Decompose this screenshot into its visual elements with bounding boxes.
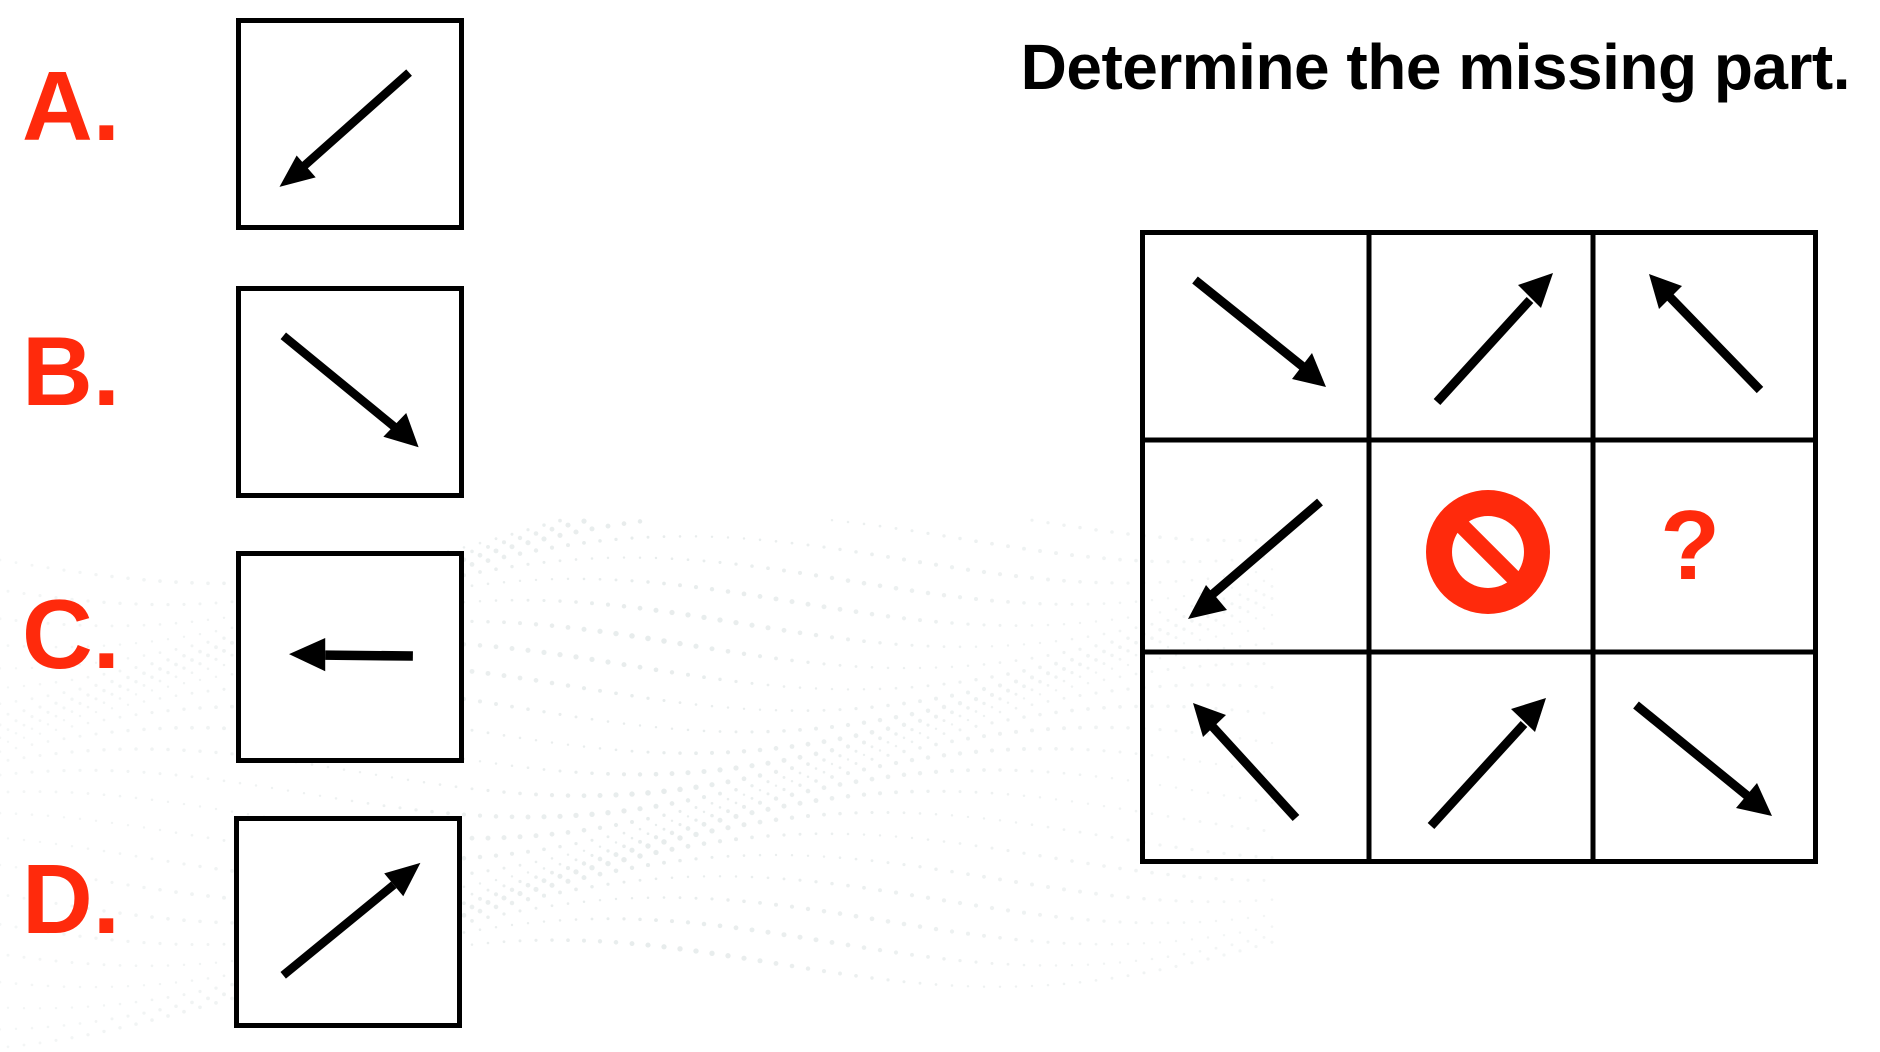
down-right-arrow-icon <box>280 332 419 448</box>
option-b-box[interactable] <box>236 286 464 498</box>
question-title: Determine the missing part. <box>1020 31 1851 103</box>
grid-frame <box>1140 230 1818 864</box>
up-right-arrow-icon <box>280 862 421 979</box>
down-left-arrow-icon <box>279 69 412 187</box>
option-d-box[interactable] <box>234 816 462 1028</box>
grid-cell-8-up-right-arrow-icon <box>1427 698 1546 830</box>
option-c-box[interactable] <box>236 551 464 763</box>
grid-cell-3-up-left-arrow-icon <box>1649 274 1764 394</box>
no-entry-icon <box>1426 490 1550 614</box>
grid-cell-9-down-right-arrow-icon <box>1633 701 1772 816</box>
grid-cell-2-up-right-arrow-icon <box>1433 273 1553 406</box>
option-d-label[interactable]: D. <box>22 844 120 954</box>
left-arrow-icon <box>289 637 413 672</box>
option-a-box[interactable] <box>236 18 464 230</box>
grid-cell-7-up-left-arrow-icon <box>1193 703 1300 822</box>
grid-cell-1-down-right-arrow-icon <box>1192 276 1326 387</box>
option-b-label[interactable]: B. <box>22 316 120 426</box>
puzzle-grid <box>1140 230 1818 864</box>
option-c-label[interactable]: C. <box>22 579 120 689</box>
missing-part-placeholder: ? <box>1660 490 1720 600</box>
option-a-label[interactable]: A. <box>22 51 120 161</box>
grid-cell-4-down-left-arrow-icon <box>1188 498 1323 619</box>
